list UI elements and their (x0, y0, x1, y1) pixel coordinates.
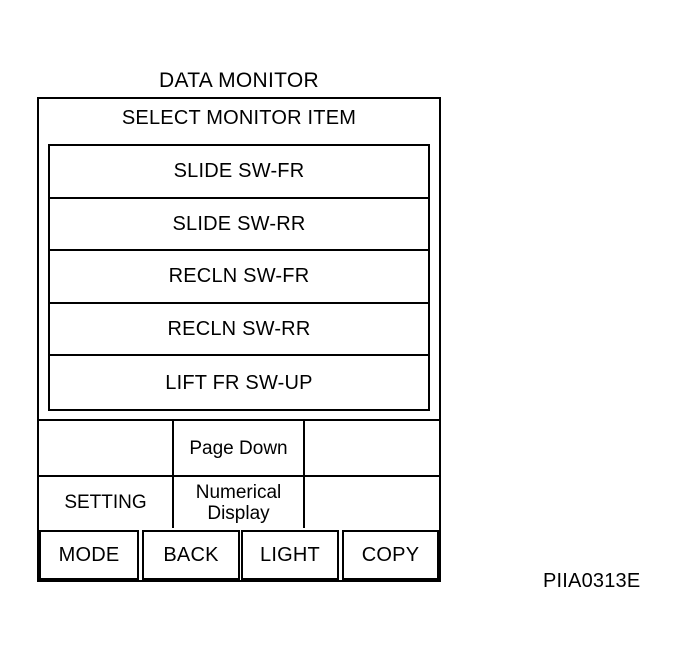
copy-button[interactable]: COPY (342, 530, 439, 580)
monitor-item-label: SLIDE SW-FR (173, 160, 305, 183)
monitor-item-row[interactable]: SLIDE SW-FR (50, 146, 428, 199)
control-cell-numerical-display[interactable]: Numerical Display (172, 477, 305, 528)
figure-reference-code: PIIA0313E (543, 570, 641, 592)
control-cell-empty-right-2[interactable] (305, 477, 439, 528)
hw-button-label: MODE (58, 544, 120, 566)
monitor-item-row[interactable]: LIFT FR SW-UP (50, 356, 428, 409)
control-row-page-down: Page Down (39, 419, 439, 475)
monitor-item-list: SLIDE SW-FR SLIDE SW-RR RECLN SW-FR RECL… (48, 144, 430, 411)
control-cell-label: SETTING (64, 492, 147, 513)
monitor-item-label: RECLN SW-RR (167, 318, 311, 341)
hw-button-label: BACK (163, 544, 219, 566)
monitor-item-label: SLIDE SW-RR (172, 212, 306, 235)
monitor-panel-header: SELECT MONITOR ITEM (121, 107, 357, 129)
monitor-item-label: LIFT FR SW-UP (165, 371, 313, 394)
monitor-item-label: RECLN SW-FR (168, 265, 310, 288)
control-row-setting: SETTING Numerical Display (39, 475, 439, 528)
device-frame: SELECT MONITOR ITEM SLIDE SW-FR SLIDE SW… (37, 97, 441, 582)
control-cell-setting[interactable]: SETTING (39, 477, 172, 528)
control-cell-empty-right[interactable] (305, 421, 439, 475)
hardware-button-strip: MODE BACK LIGHT COPY (39, 530, 439, 580)
control-panel: Page Down SETTING Numerical Display MODE… (39, 419, 439, 580)
control-cell-page-down[interactable]: Page Down (172, 421, 305, 475)
monitor-item-row[interactable]: RECLN SW-RR (50, 304, 428, 357)
light-button[interactable]: LIGHT (241, 530, 339, 580)
monitor-panel: SELECT MONITOR ITEM SLIDE SW-FR SLIDE SW… (39, 99, 439, 419)
control-cell-empty-left[interactable] (39, 421, 172, 475)
monitor-item-row[interactable]: SLIDE SW-RR (50, 199, 428, 252)
screen-title: DATA MONITOR (159, 69, 319, 92)
control-cell-label: Numerical Display (195, 481, 282, 524)
back-button[interactable]: BACK (142, 530, 240, 580)
mode-button[interactable]: MODE (39, 530, 139, 580)
monitor-item-row[interactable]: RECLN SW-FR (50, 251, 428, 304)
hw-button-label: COPY (361, 544, 420, 566)
hw-button-label: LIGHT (260, 544, 320, 566)
control-cell-label: Page Down (189, 437, 288, 459)
